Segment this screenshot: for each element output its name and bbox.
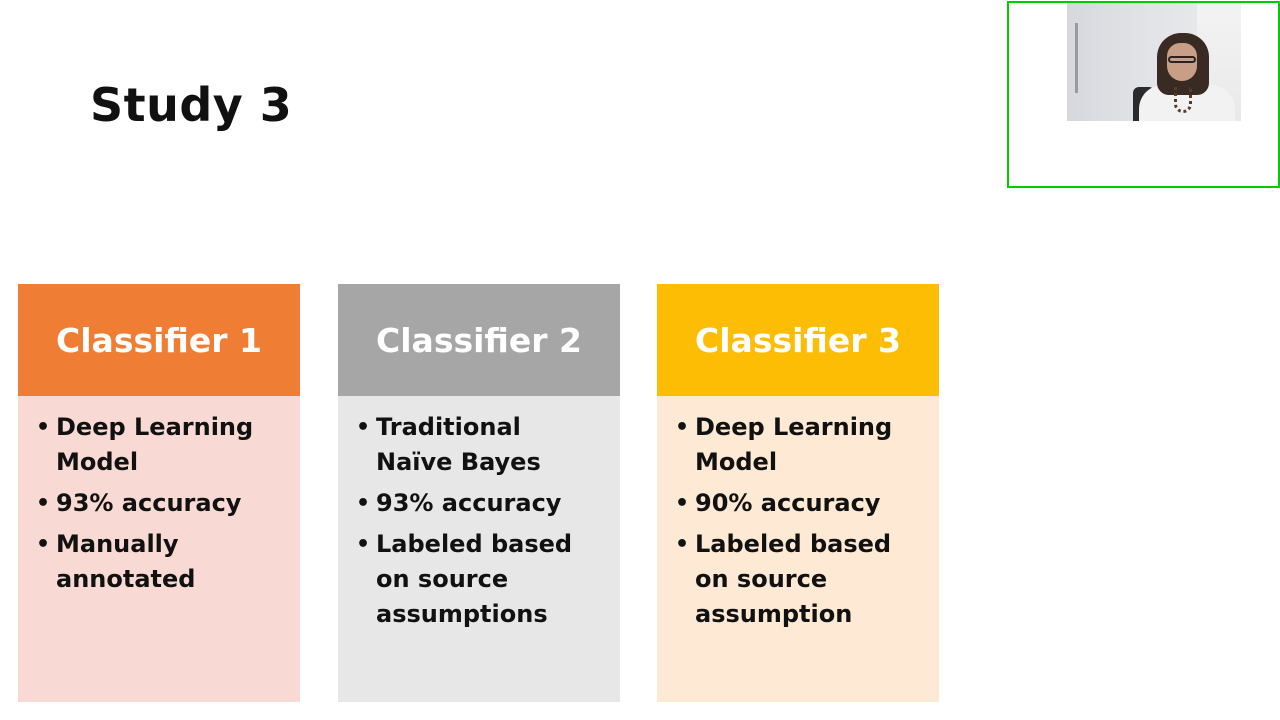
- classifier-1-body: •Deep Learning Model •93% accuracy •Manu…: [18, 396, 300, 702]
- list-item: •93% accuracy: [354, 486, 610, 521]
- classifier-2-body: •Traditional Naïve Bayes •93% accuracy •…: [338, 396, 620, 702]
- classifier-3-card: Classifier 3 •Deep Learning Model •90% a…: [657, 284, 939, 702]
- bullet-icon: •: [36, 415, 51, 440]
- webcam-overlay[interactable]: [1007, 1, 1280, 188]
- classifier-2-card: Classifier 2 •Traditional Naïve Bayes •9…: [338, 284, 620, 702]
- classifier-3-body: •Deep Learning Model •90% accuracy •Labe…: [657, 396, 939, 702]
- bullet-icon: •: [356, 491, 371, 516]
- bullet-icon: •: [36, 491, 51, 516]
- list-item: •93% accuracy: [34, 486, 290, 521]
- list-item: •Labeled based on source assumptions: [354, 527, 610, 632]
- list-item: •Manually annotated: [34, 527, 290, 597]
- classifier-1-heading: Classifier 1: [18, 284, 300, 396]
- bullet-icon: •: [356, 415, 371, 440]
- list-item: •Traditional Naïve Bayes: [354, 410, 610, 480]
- classifier-2-heading: Classifier 2: [338, 284, 620, 396]
- bullet-icon: •: [675, 491, 690, 516]
- list-item: •90% accuracy: [673, 486, 929, 521]
- slide-title: Study 3: [90, 78, 293, 132]
- classifier-3-heading: Classifier 3: [657, 284, 939, 396]
- bullet-icon: •: [675, 532, 690, 557]
- list-item: •Labeled based on source assumption: [673, 527, 929, 632]
- classifier-1-card: Classifier 1 •Deep Learning Model •93% a…: [18, 284, 300, 702]
- bullet-icon: •: [356, 532, 371, 557]
- bullet-icon: •: [36, 532, 51, 557]
- list-item: •Deep Learning Model: [34, 410, 290, 480]
- participant-video-icon: [1067, 3, 1241, 121]
- list-item: •Deep Learning Model: [673, 410, 929, 480]
- bullet-icon: •: [675, 415, 690, 440]
